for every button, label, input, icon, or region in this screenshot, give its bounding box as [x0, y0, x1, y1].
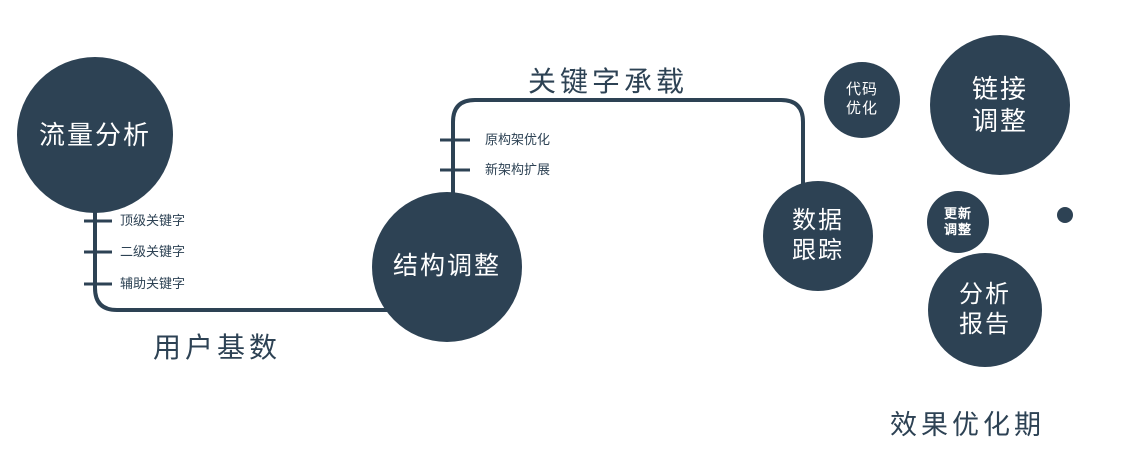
phase-label-effect-optimization: 效果优化期 [890, 410, 1045, 440]
edge-keyword-carry-path [451, 98, 805, 200]
tick-label-aux-keywords: 辅助关键字 [120, 276, 186, 291]
node-label-line1: 分析 [959, 281, 1011, 308]
tick-label-top-keywords: 顶级关键字 [120, 213, 186, 228]
node-label-line1: 更新 [943, 205, 972, 221]
node-code-optimize: 代码 优化 [824, 62, 900, 138]
node-label-line2: 报告 [959, 311, 1011, 338]
node-data-tracking: 数据 跟踪 [763, 181, 873, 291]
node-traffic-analysis: 流量分析 [17, 57, 173, 213]
edge-user-base-path [93, 195, 420, 312]
tick-label-framework-optimize: 原构架优化 [485, 132, 551, 147]
node-small-dot [1057, 207, 1073, 223]
tick-label-second-keywords: 二级关键字 [120, 244, 186, 259]
edge-label-keyword-carry: 关键字承载 [528, 66, 689, 97]
node-label-line2: 调整 [943, 222, 972, 237]
node-label-line1: 数据 [792, 207, 844, 234]
node-label-line2: 调整 [971, 106, 1028, 136]
tick-label-framework-expand: 新架构扩展 [485, 162, 551, 177]
node-label: 流量分析 [38, 119, 151, 150]
node-label-line1: 链接 [971, 73, 1028, 104]
node-analysis-report: 分析 报告 [928, 253, 1042, 367]
node-label-line2: 优化 [845, 100, 878, 117]
edge-label-user-base: 用户基数 [153, 332, 282, 363]
node-structure-adjust: 结构调整 [372, 192, 522, 342]
node-update-adjust: 更新 调整 [927, 191, 989, 253]
node-label-line2: 跟踪 [792, 237, 844, 264]
node-label-line1: 代码 [845, 81, 878, 99]
node-label: 结构调整 [392, 252, 501, 281]
node-link-adjust: 链接 调整 [930, 35, 1070, 175]
